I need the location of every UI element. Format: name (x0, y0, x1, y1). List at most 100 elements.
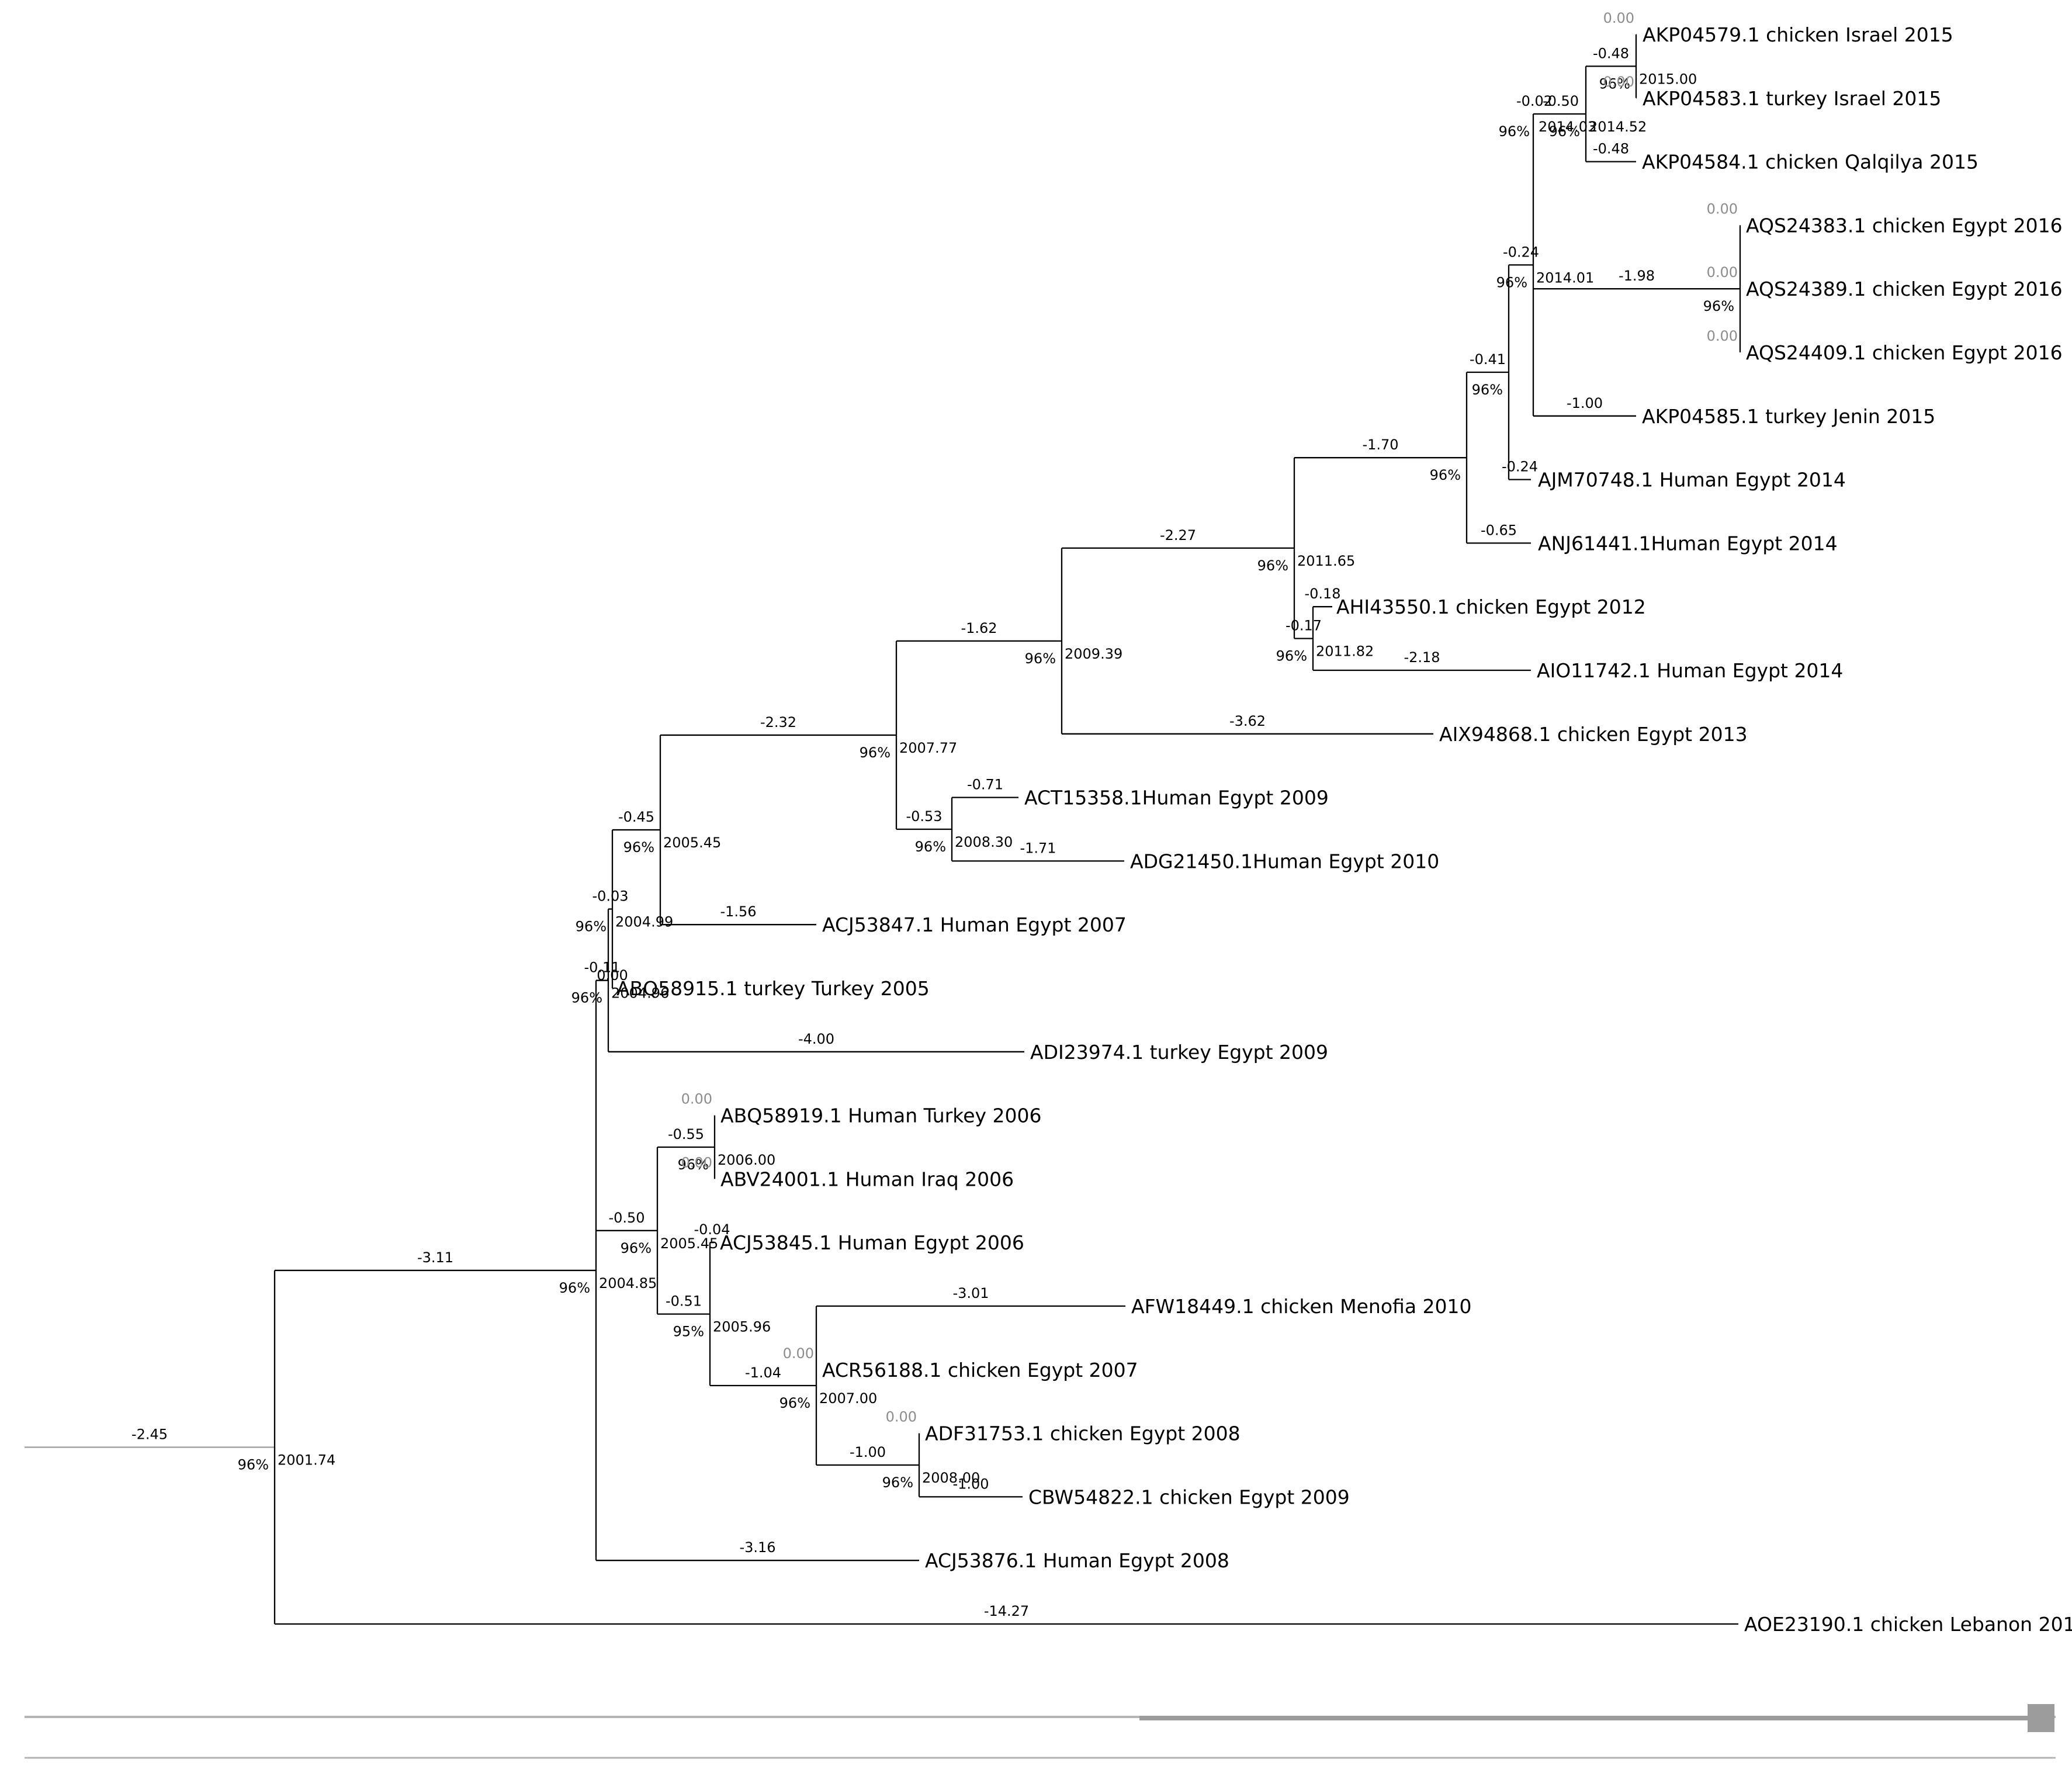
bootstrap-support-label: 96% (559, 1280, 590, 1296)
branch-length-label: -0.03 (592, 888, 628, 905)
node-date-label: 2007.77 (899, 740, 957, 756)
taxon-label-aqs24383-1: AQS24383.1 chicken Egypt 2016 (1746, 214, 2063, 237)
bootstrap-support-label: 95% (673, 1324, 704, 1340)
scale-gradient-bar (1139, 1704, 2054, 1732)
branch-length-label: -0.24 (1502, 459, 1538, 475)
branch-length-label: -0.11 (584, 960, 620, 976)
node-date-label: 2011.82 (1316, 643, 1374, 660)
taxon-label-cbw54822-1: CBW54822.1 chicken Egypt 2009 (1028, 1485, 1350, 1508)
node-date-label: 2009.39 (1065, 646, 1122, 662)
taxon-label-afw18449-1: AFW18449.1 chicken Menofia 2010 (1131, 1295, 1472, 1318)
branch-length-label: -2.27 (1160, 527, 1196, 543)
node-date-label: 2014.03 (1539, 119, 1596, 135)
taxon-label-aix94868-1: AIX94868.1 chicken Egypt 2013 (1439, 723, 1748, 746)
bootstrap-support-label: 96% (779, 1395, 810, 1411)
branch-length-label: -3.62 (1229, 713, 1266, 729)
bootstrap-support-label: 96% (621, 1240, 652, 1256)
bootstrap-support-label: 96% (623, 839, 654, 856)
branch-length-label: -4.00 (798, 1031, 834, 1047)
bootstrap-support-label: 96% (1549, 123, 1580, 140)
taxon-label-adg21450-1human: ADG21450.1Human Egypt 2010 (1130, 850, 1439, 872)
bootstrap-support-label: 96% (1276, 648, 1307, 664)
bootstrap-support-label: 96% (1496, 274, 1527, 290)
branch-length-label: -0.04 (694, 1221, 730, 1238)
node-date-label: 2006.00 (718, 1152, 775, 1168)
branch-length-label: -1.71 (1020, 840, 1056, 856)
taxon-label-ahi43550-1: AHI43550.1 chicken Egypt 2012 (1336, 595, 1646, 618)
branch-length-label: -1.56 (720, 903, 756, 920)
taxon-label-aqs24389-1: AQS24389.1 chicken Egypt 2016 (1746, 278, 2063, 300)
taxon-label-abq58915-1: ABQ58915.1 turkey Turkey 2005 (616, 977, 930, 1000)
bootstrap-support-label: 96% (238, 1456, 269, 1473)
bootstrap-support-label: 96% (1703, 298, 1734, 314)
branch-length-label: -0.55 (668, 1126, 704, 1142)
bootstrap-support-label: 96% (1472, 382, 1503, 398)
branch-length-label: -1.00 (952, 1476, 989, 1492)
taxon-label-adf31753-1: ADF31753.1 chicken Egypt 2008 (925, 1422, 1241, 1445)
bootstrap-support-label: 96% (860, 745, 891, 761)
branch-length-label: -2.32 (760, 714, 796, 730)
taxon-label-akp04584-1: AKP04584.1 chicken Qalqilya 2015 (1642, 151, 1979, 174)
branch-length-label: -1.04 (745, 1365, 781, 1381)
bootstrap-support-label: 96% (915, 839, 946, 855)
tree-branches (25, 33, 1741, 1625)
branch-length-label: -1.00 (850, 1444, 886, 1460)
branch-length-label: -0.51 (666, 1293, 702, 1310)
branch-length-label: 0.00 (1707, 264, 1738, 281)
branch-length-label: -0.50 (608, 1210, 645, 1226)
bootstrap-support-label: 96% (882, 1474, 913, 1491)
node-date-label: 2004.85 (599, 1275, 657, 1291)
branch-length-label: 0.00 (681, 1154, 712, 1171)
branch-length-label: -14.27 (984, 1603, 1029, 1619)
branch-length-label: 0.00 (1707, 200, 1738, 217)
branch-length-label: -0.45 (618, 809, 654, 825)
taxon-label-abq58919-1: ABQ58919.1 Human Turkey 2006 (720, 1104, 1042, 1127)
bootstrap-support-label: 96% (1499, 123, 1530, 140)
bootstrap-support-label: 96% (1599, 75, 1630, 92)
branch-length-label: -3.16 (739, 1539, 775, 1556)
node-date-label: 2005.45 (660, 1235, 718, 1252)
node-date-label: 2004.99 (615, 914, 673, 930)
branch-length-label: 0.00 (886, 1409, 917, 1425)
branch-length-label: -3.11 (417, 1249, 453, 1266)
branch-length-label: 0.00 (1603, 74, 1634, 90)
branch-length-label: -0.17 (1286, 618, 1322, 634)
taxon-label-abv24001-1: ABV24001.1 Human Iraq 2006 (720, 1168, 1014, 1190)
branch-length-label: -0.41 (1470, 351, 1506, 368)
branch-length-label: -2.45 (131, 1426, 168, 1442)
node-date-label: 2014.01 (1536, 269, 1594, 286)
branch-length-label: 0.00 (783, 1345, 814, 1362)
tree-labels: -2.452001.7496%-3.112004.8596%-0.112004.… (131, 10, 2072, 1636)
branch-length-label: -0.71 (967, 777, 1003, 793)
taxon-label-akp04579-1: AKP04579.1 chicken Israel 2015 (1643, 23, 1953, 46)
taxon-label-acj53845-1: ACJ53845.1 Human Egypt 2006 (720, 1231, 1024, 1254)
branch-length-label: 0.00 (597, 967, 628, 984)
branch-length-label: 0.00 (681, 1091, 712, 1107)
bootstrap-support-label: 96% (678, 1156, 709, 1173)
taxon-label-acj53847-1: ACJ53847.1 Human Egypt 2007 (822, 913, 1127, 936)
bootstrap-support-label: 96% (1430, 467, 1461, 483)
taxon-label-aio11742-1: AIO11742.1 Human Egypt 2014 (1537, 659, 1843, 682)
branch-length-label: -2.18 (1404, 649, 1440, 666)
branch-length-label: -0.48 (1593, 141, 1629, 157)
taxon-label-anj61441-1human: ANJ61441.1Human Egypt 2014 (1538, 532, 1838, 555)
branch-length-label: -1.70 (1362, 437, 1398, 453)
node-date-label: 2007.00 (819, 1390, 877, 1407)
bootstrap-support-label: 96% (1257, 557, 1288, 574)
taxon-label-akp04585-1: AKP04585.1 turkey Jenin 2015 (1642, 405, 1935, 428)
branch-length-label: 0.00 (1603, 10, 1634, 26)
taxon-label-acr56188-1: ACR56188.1 chicken Egypt 2007 (822, 1359, 1138, 1381)
time-scale-bar (25, 1704, 2056, 1759)
branch-length-label: -0.02 (1516, 93, 1553, 109)
node-date-label: 2015.00 (1639, 71, 1697, 87)
branch-length-label: 0.00 (1707, 328, 1738, 344)
node-date-label: 2014.52 (1589, 119, 1647, 135)
branch-length-label: -1.00 (1567, 395, 1603, 411)
taxon-label-akp04583-1: AKP04583.1 turkey Israel 2015 (1643, 87, 1941, 110)
branch-length-label: -1.98 (1619, 268, 1655, 284)
branch-length-label: -0.48 (1593, 45, 1629, 61)
taxon-label-aqs24409-1: AQS24409.1 chicken Egypt 2016 (1746, 341, 2063, 364)
branch-length-label: -0.18 (1304, 586, 1340, 602)
node-date-label: 2008.30 (955, 834, 1013, 850)
